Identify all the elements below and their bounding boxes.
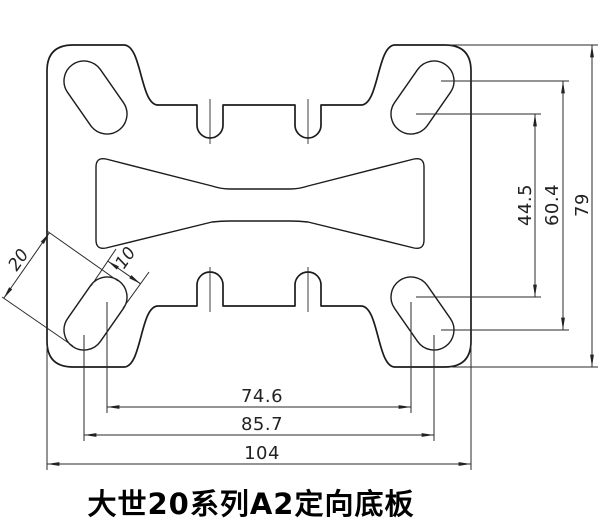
mounting-slot-bottom-left [63, 276, 128, 351]
dim-line-slot-width-10 [107, 260, 141, 285]
extension-line [90, 248, 117, 287]
dim-label-slot-width: 10 [112, 244, 141, 273]
dim-label-outer-width: 85.7 [241, 414, 283, 435]
dim-label-inner-height: 44.5 [515, 184, 536, 226]
center-bowtie-cutout [95, 157, 425, 250]
dim-label-overall-height: 79 [572, 193, 593, 217]
mounting-slot-top-right [390, 60, 455, 135]
extension-line [122, 271, 150, 309]
mounting-slot-bottom-right [390, 276, 455, 351]
dimension-annotations: 74.6 85.7 104 44.5 60.4 79 20 10 [1, 44, 598, 470]
mounting-slot-top-left [63, 60, 128, 135]
drawing-title: 大世20系列A2定向底板 [88, 487, 415, 521]
dim-label-overall-width: 104 [244, 443, 280, 464]
dim-line-slot-length-20 [3, 232, 50, 299]
extension-line [46, 230, 119, 282]
dim-label-slot-length: 20 [5, 246, 34, 275]
dim-label-inner-width: 74.6 [241, 386, 283, 407]
dim-label-outer-height: 60.4 [542, 184, 563, 226]
extension-line [1, 296, 74, 347]
plate-geometry [46, 44, 472, 368]
plate-outline [46, 44, 472, 368]
